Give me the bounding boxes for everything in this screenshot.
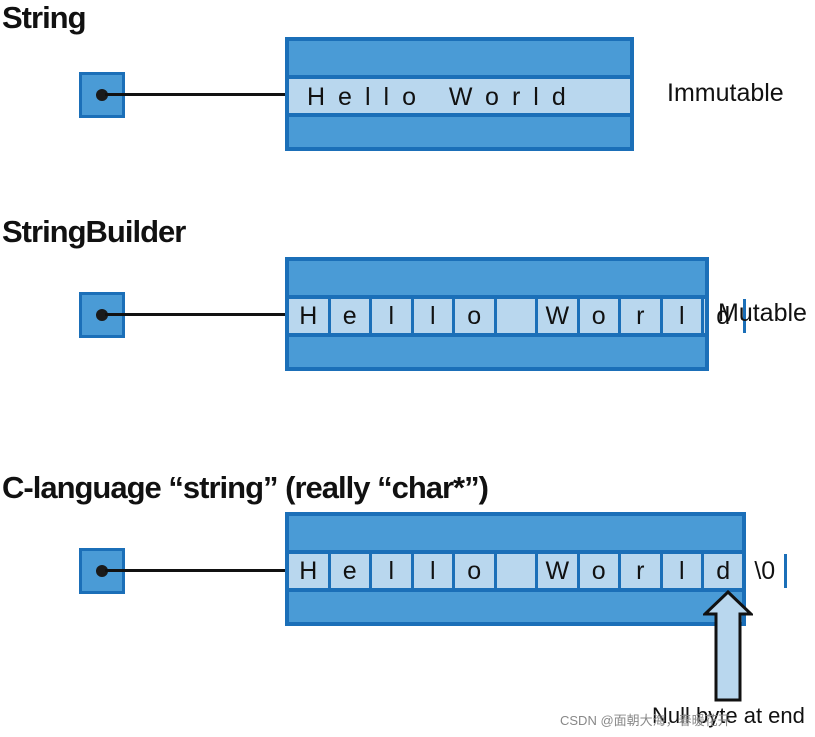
char-cell: l <box>372 299 414 333</box>
up-arrow-icon <box>703 590 753 702</box>
char-cell: d <box>704 299 746 333</box>
string-pointer-line <box>105 93 290 96</box>
char-cell: l <box>414 299 455 333</box>
box-band <box>289 75 630 79</box>
char-cell: H <box>289 554 331 588</box>
char-cell: r <box>621 554 663 588</box>
char-cell: d <box>704 554 746 588</box>
c-string-title: C-language “string” (really “char*”) <box>2 470 489 505</box>
char-cell <box>497 554 538 588</box>
c-string-pointer-line <box>105 569 290 572</box>
string-box: Hello World <box>285 37 634 151</box>
char-cell: l <box>414 554 455 588</box>
char-cell: l <box>372 554 414 588</box>
box-band <box>289 588 742 592</box>
watermark: CSDN @面朝大海，春暖花开 <box>560 713 731 728</box>
char-cell: H <box>289 299 331 333</box>
box-band <box>289 113 630 117</box>
box-band <box>289 333 705 337</box>
char-cell: o <box>455 554 497 588</box>
char-cell: W <box>538 554 580 588</box>
mutable-label: Mutable <box>718 299 807 327</box>
char-cell: o <box>580 299 621 333</box>
stringbuilder-pointer-line <box>105 313 290 316</box>
box-band <box>289 295 705 299</box>
string-content: Hello World <box>289 79 630 113</box>
pointer-dot <box>96 89 108 101</box>
char-cell <box>497 299 538 333</box>
null-byte-note: Null byte at end <box>652 703 805 728</box>
stringbuilder-title: StringBuilder <box>2 214 186 249</box>
pointer-dot <box>96 565 108 577</box>
char-cell: r <box>621 299 663 333</box>
char-cell: W <box>538 299 580 333</box>
box-band <box>289 550 742 554</box>
immutable-label: Immutable <box>667 79 784 107</box>
char-cell: e <box>331 554 372 588</box>
pointer-dot <box>96 309 108 321</box>
char-cell: o <box>580 554 621 588</box>
char-cell: \0 <box>746 554 787 588</box>
char-cell: o <box>455 299 497 333</box>
string-title: String <box>2 0 87 35</box>
char-cell: l <box>663 299 704 333</box>
char-cell: e <box>331 299 372 333</box>
string-text: Hello World <box>307 83 579 111</box>
char-cell: l <box>663 554 704 588</box>
